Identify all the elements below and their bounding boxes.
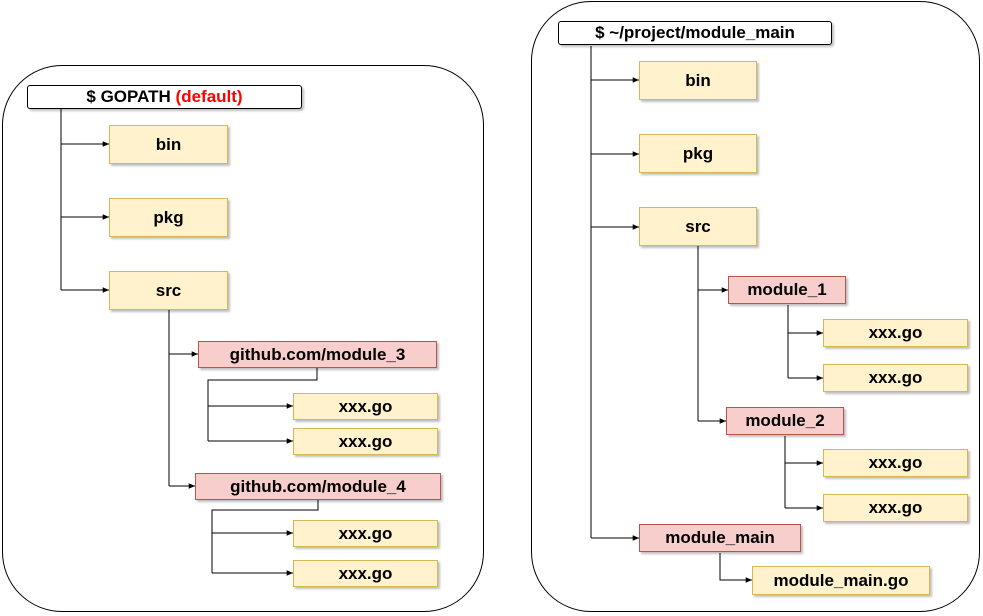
module-src-folder: src bbox=[639, 207, 757, 246]
module-2-file-1: xxx.go bbox=[823, 449, 968, 477]
module-main-folder: module_main bbox=[639, 524, 801, 552]
module-4-file-1: xxx.go bbox=[293, 520, 438, 547]
module-3-file-1: xxx.go bbox=[293, 393, 438, 420]
gopath-root-label: $ GOPATH (default) bbox=[27, 85, 302, 109]
module-3-file-2: xxx.go bbox=[293, 428, 438, 455]
module-4-folder: github.com/module_4 bbox=[195, 473, 441, 500]
module-1-folder: module_1 bbox=[728, 276, 846, 304]
module-2-folder: module_2 bbox=[726, 407, 844, 435]
module-1-file-2: xxx.go bbox=[823, 364, 968, 392]
module-3-folder: github.com/module_3 bbox=[198, 341, 437, 368]
gopath-root-text: $ GOPATH bbox=[86, 87, 171, 106]
module-main-file: module_main.go bbox=[752, 566, 930, 595]
module-pkg-folder: pkg bbox=[639, 134, 757, 173]
module-1-file-1: xxx.go bbox=[823, 319, 968, 347]
gopath-default-tag: (default) bbox=[175, 87, 243, 106]
gopath-src-folder: src bbox=[109, 271, 228, 310]
gopath-bin-folder: bin bbox=[109, 125, 228, 164]
module-4-file-2: xxx.go bbox=[293, 560, 438, 587]
module-2-file-2: xxx.go bbox=[823, 494, 968, 522]
module-bin-folder: bin bbox=[639, 61, 757, 100]
gopath-pkg-folder: pkg bbox=[109, 198, 228, 237]
module-root-label: $ ~/project/module_main bbox=[558, 21, 832, 45]
